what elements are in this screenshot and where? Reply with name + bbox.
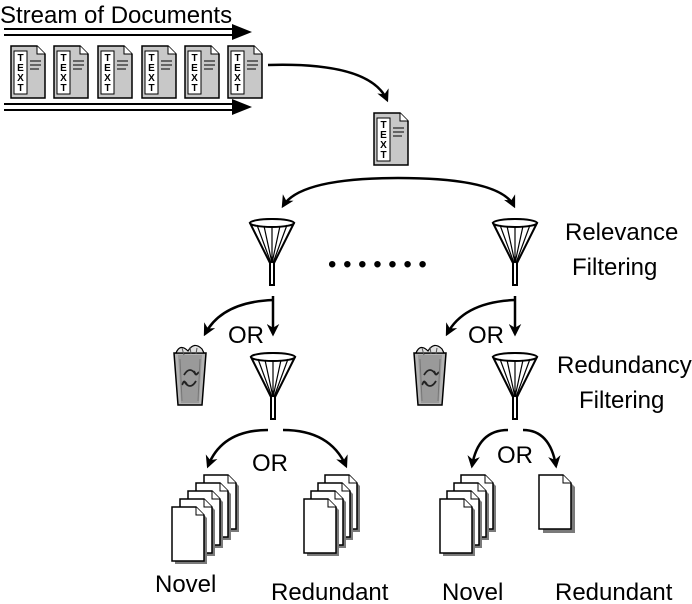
flow-arrow bbox=[397, 176, 516, 209]
funnel-icon bbox=[249, 218, 295, 286]
document-stack-icon bbox=[439, 474, 496, 556]
flow-arrow bbox=[281, 176, 399, 209]
or-label: OR bbox=[468, 322, 504, 349]
flow-arrow bbox=[467, 428, 509, 469]
recycle-bin-icon bbox=[173, 344, 207, 406]
document-stream bbox=[10, 45, 263, 99]
flow-arrow bbox=[282, 428, 348, 469]
document-icon bbox=[184, 45, 220, 99]
novel-label: Novel bbox=[155, 571, 216, 598]
stream-arrows bbox=[4, 24, 252, 115]
or-label: OR bbox=[497, 442, 533, 469]
ellipsis: • • • • • • • bbox=[328, 251, 427, 278]
novel-label: Novel bbox=[442, 579, 503, 604]
document-icon bbox=[373, 112, 409, 166]
funnel-icon bbox=[492, 352, 538, 420]
diagram-title: Stream of Documents bbox=[0, 2, 232, 29]
relevance-label-line1: Relevance bbox=[565, 219, 678, 246]
flow-arrow bbox=[267, 63, 389, 103]
redundant-label: Redundant bbox=[271, 579, 389, 604]
document-icon bbox=[53, 45, 89, 99]
document-stack-icon bbox=[303, 474, 360, 556]
relevance-label-line2: Filtering bbox=[572, 254, 657, 281]
redundancy-label-line1: Redundancy bbox=[557, 352, 692, 379]
document-stack-icon bbox=[171, 474, 239, 564]
funnel-icon bbox=[250, 352, 296, 420]
document-icon bbox=[141, 45, 177, 99]
redundant-label: Redundant bbox=[555, 579, 673, 604]
flow-arrow bbox=[522, 428, 561, 469]
redundancy-label-line2: Filtering bbox=[579, 387, 664, 414]
flow-arrow bbox=[445, 298, 516, 337]
flow-arrow bbox=[205, 428, 269, 469]
document-icon bbox=[97, 45, 133, 99]
document-icon bbox=[10, 45, 46, 99]
or-label: OR bbox=[228, 322, 264, 349]
recycle-bin-icon bbox=[413, 344, 447, 406]
document-icon bbox=[227, 45, 263, 99]
flow-arrow bbox=[203, 298, 274, 337]
or-label: OR bbox=[252, 450, 288, 477]
document-icon bbox=[538, 474, 575, 533]
funnel-icon bbox=[492, 218, 538, 286]
